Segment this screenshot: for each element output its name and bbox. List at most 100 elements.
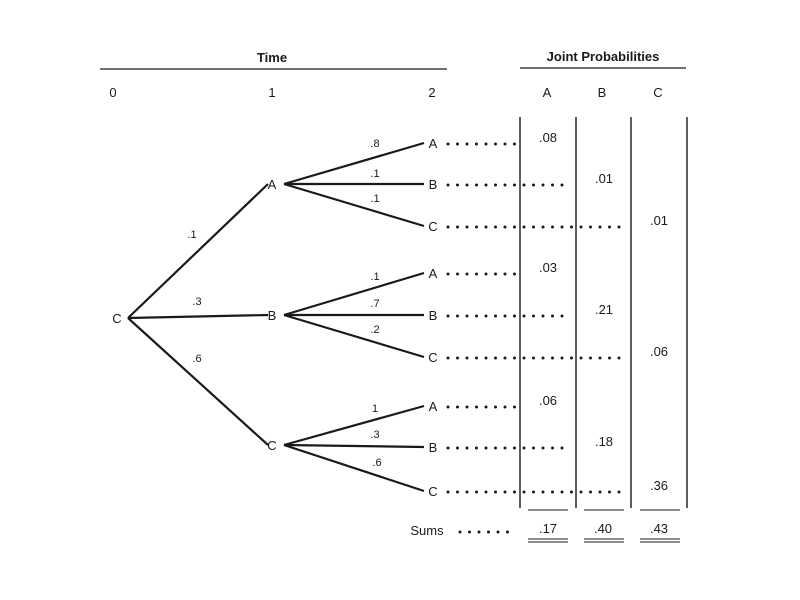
leader-dot xyxy=(465,446,469,450)
leader-dot xyxy=(513,356,516,360)
branch-line-stage2-1-0 xyxy=(283,271,425,317)
leader-dot xyxy=(456,183,459,187)
leader-dot xyxy=(503,272,507,276)
time-tick-2: 2 xyxy=(428,85,435,100)
joint-probability-2-2: .36 xyxy=(650,478,668,493)
leader-dot xyxy=(560,225,564,229)
leader-dot xyxy=(513,446,516,450)
leader-dot xyxy=(589,356,592,360)
leader-dot xyxy=(532,356,535,360)
leader-dot xyxy=(446,272,450,276)
sum-value-c: .43 xyxy=(650,521,668,536)
sums-leader-dots xyxy=(458,530,509,534)
leader-dot xyxy=(475,272,478,276)
branch-line-stage2-2-2 xyxy=(283,443,425,493)
leader-dot xyxy=(446,225,450,229)
leader-dot xyxy=(503,490,507,494)
time-tick-0: 0 xyxy=(109,85,116,100)
leader-dot xyxy=(560,490,564,494)
leader-dot xyxy=(456,490,459,494)
leader-dots-2-2 xyxy=(446,490,621,494)
leader-dot xyxy=(456,225,459,229)
leader-dot xyxy=(475,446,478,450)
leader-dot xyxy=(589,490,592,494)
leader-dot xyxy=(522,183,526,187)
stage2-probability-1-2: .2 xyxy=(370,324,379,336)
leader-dot xyxy=(446,446,450,450)
joint-probability-1-1: .21 xyxy=(595,302,613,317)
leader-dot xyxy=(541,490,545,494)
stage1-node-label-2: C xyxy=(267,438,276,453)
leader-dot xyxy=(560,446,564,450)
stage1-node-label-0: A xyxy=(268,177,277,192)
leader-dot xyxy=(503,446,507,450)
leader-dot xyxy=(503,225,507,229)
stage2-node-label-0-1: B xyxy=(429,177,438,192)
stage2-node-label-0-2: C xyxy=(428,219,437,234)
leader-dots-2-1 xyxy=(446,446,564,450)
time-header: Time xyxy=(257,50,287,65)
leader-dot xyxy=(513,142,516,146)
leader-dot xyxy=(475,142,478,146)
leader-dot xyxy=(446,314,450,318)
leader-dot xyxy=(560,314,564,318)
leader-dot xyxy=(608,490,611,494)
joint-column-header-b: B xyxy=(598,85,607,100)
leader-dot xyxy=(484,490,488,494)
stage2-probability-0-1: .1 xyxy=(370,168,379,180)
leader-dot xyxy=(446,183,450,187)
leader-dot xyxy=(560,183,564,187)
leader-dot xyxy=(465,142,469,146)
leader-dot xyxy=(532,225,535,229)
branch-line-stage2-1-2 xyxy=(283,313,425,359)
leader-dot xyxy=(598,490,602,494)
leader-dot xyxy=(465,225,469,229)
joint-column-header-c: C xyxy=(653,85,662,100)
leader-dot xyxy=(465,272,469,276)
leader-dot xyxy=(551,314,554,318)
branch-line-root-c-2 xyxy=(127,317,269,446)
leader-dot xyxy=(494,183,497,187)
leader-dots-2-0 xyxy=(446,405,516,409)
sum-value-b: .40 xyxy=(594,521,612,536)
leader-dot xyxy=(475,225,478,229)
leader-dot xyxy=(513,225,516,229)
leader-dot xyxy=(551,356,554,360)
leader-dot xyxy=(617,490,621,494)
stage2-node-label-2-0: A xyxy=(429,399,438,414)
leader-dot xyxy=(522,356,526,360)
leader-dot xyxy=(475,314,478,318)
leader-dot xyxy=(484,225,488,229)
leader-dot xyxy=(522,314,526,318)
leader-dot xyxy=(484,272,488,276)
leader-dot xyxy=(532,446,535,450)
leader-dot xyxy=(503,356,507,360)
leader-dot xyxy=(522,490,526,494)
leader-dot xyxy=(503,142,507,146)
leader-dots-0-2 xyxy=(446,225,621,229)
leader-dot xyxy=(494,142,497,146)
leader-dot xyxy=(532,183,535,187)
leader-dot xyxy=(484,142,488,146)
leader-dot xyxy=(465,314,469,318)
leader-dot xyxy=(487,530,490,534)
leader-dot xyxy=(494,405,497,409)
branch-line-stage2-2-1 xyxy=(283,443,425,449)
leader-dot xyxy=(475,356,478,360)
leader-dot xyxy=(475,490,478,494)
leader-dot xyxy=(456,446,459,450)
leader-dot xyxy=(465,356,469,360)
leader-dot xyxy=(570,356,573,360)
leader-dot xyxy=(513,490,516,494)
leader-dots-0-0 xyxy=(446,142,516,146)
leader-dot xyxy=(456,356,459,360)
stage2-probability-2-0: 1 xyxy=(372,403,378,415)
leader-dot xyxy=(513,314,516,318)
stage2-node-label-0-0: A xyxy=(429,136,438,151)
leader-dot xyxy=(468,530,471,534)
leader-dot xyxy=(570,225,573,229)
joint-probability-0-2: .01 xyxy=(650,213,668,228)
